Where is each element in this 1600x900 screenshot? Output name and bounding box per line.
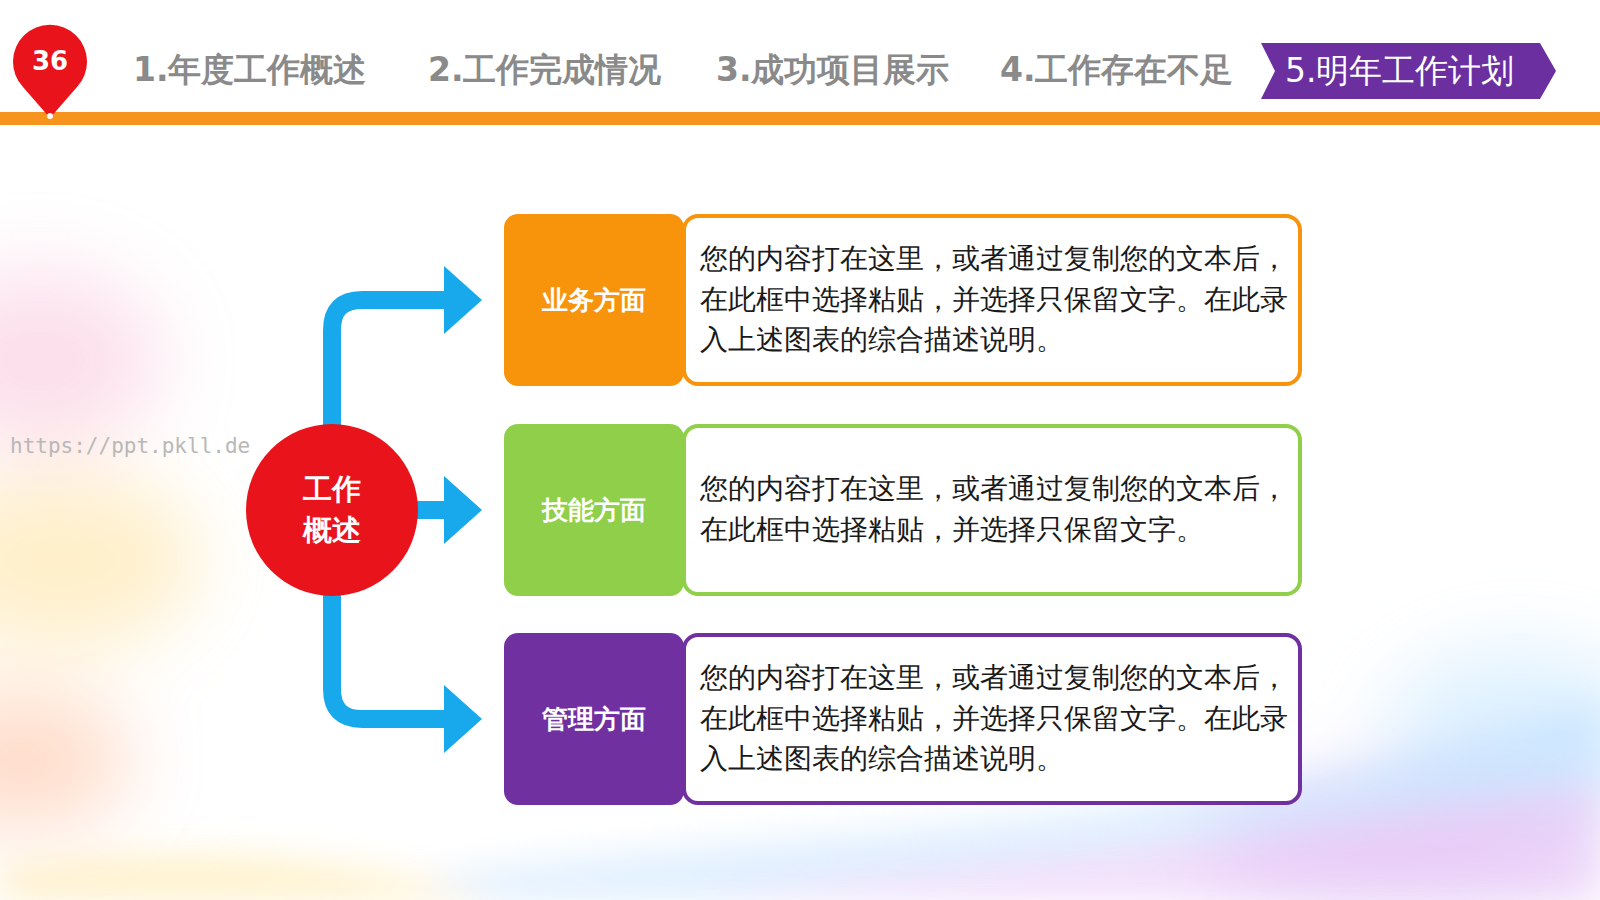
nav-item: 2.工作完成情况 — [428, 48, 662, 93]
node-label: 管理方面 — [542, 702, 646, 737]
text-box: 您的内容打在这里，或者通过复制您的文本后，在此框中选择粘贴，并选择只保留文字。 — [682, 424, 1302, 596]
flow-arrow — [332, 592, 482, 753]
body-text: 您的内容打在这里，或者通过复制您的文本后，在此框中选择粘贴，并选择只保留文字。在… — [700, 658, 1288, 780]
watermark: https://ppt.pkll.de — [10, 434, 250, 458]
node-label: 技能方面 — [542, 493, 646, 528]
body-text: 您的内容打在这里，或者通过复制您的文本后，在此框中选择粘贴，并选择只保留文字。在… — [700, 239, 1288, 361]
node-label: 36 — [32, 46, 68, 76]
nav-item: 1.年度工作概述 — [133, 48, 367, 93]
category-box: 技能方面 — [504, 424, 684, 596]
text-box: 您的内容打在这里，或者通过复制您的文本后，在此框中选择粘贴，并选择只保留文字。在… — [682, 633, 1302, 805]
category-box: 业务方面 — [504, 214, 684, 386]
category-box: 管理方面 — [504, 633, 684, 805]
nav-item: 3.成功项目展示 — [716, 48, 950, 93]
text-box: 您的内容打在这里，或者通过复制您的文本后，在此框中选择粘贴，并选择只保留文字。在… — [682, 214, 1302, 386]
node-label: 业务方面 — [542, 283, 646, 318]
nav-item: 4.工作存在不足 — [1000, 48, 1234, 93]
active-tab: 5.明年工作计划 — [1261, 43, 1556, 99]
page-number-pin: 36 — [12, 24, 88, 120]
circle-label: 工作 概述 — [300, 469, 364, 550]
flow-arrow — [332, 266, 482, 428]
flow-arrow — [414, 476, 482, 544]
center-circle: 工作 概述 — [246, 424, 418, 596]
node-label: 5.明年工作计划 — [1285, 49, 1515, 94]
header-rule — [0, 112, 1600, 125]
body-text: 您的内容打在这里，或者通过复制您的文本后，在此框中选择粘贴，并选择只保留文字。 — [700, 469, 1288, 550]
